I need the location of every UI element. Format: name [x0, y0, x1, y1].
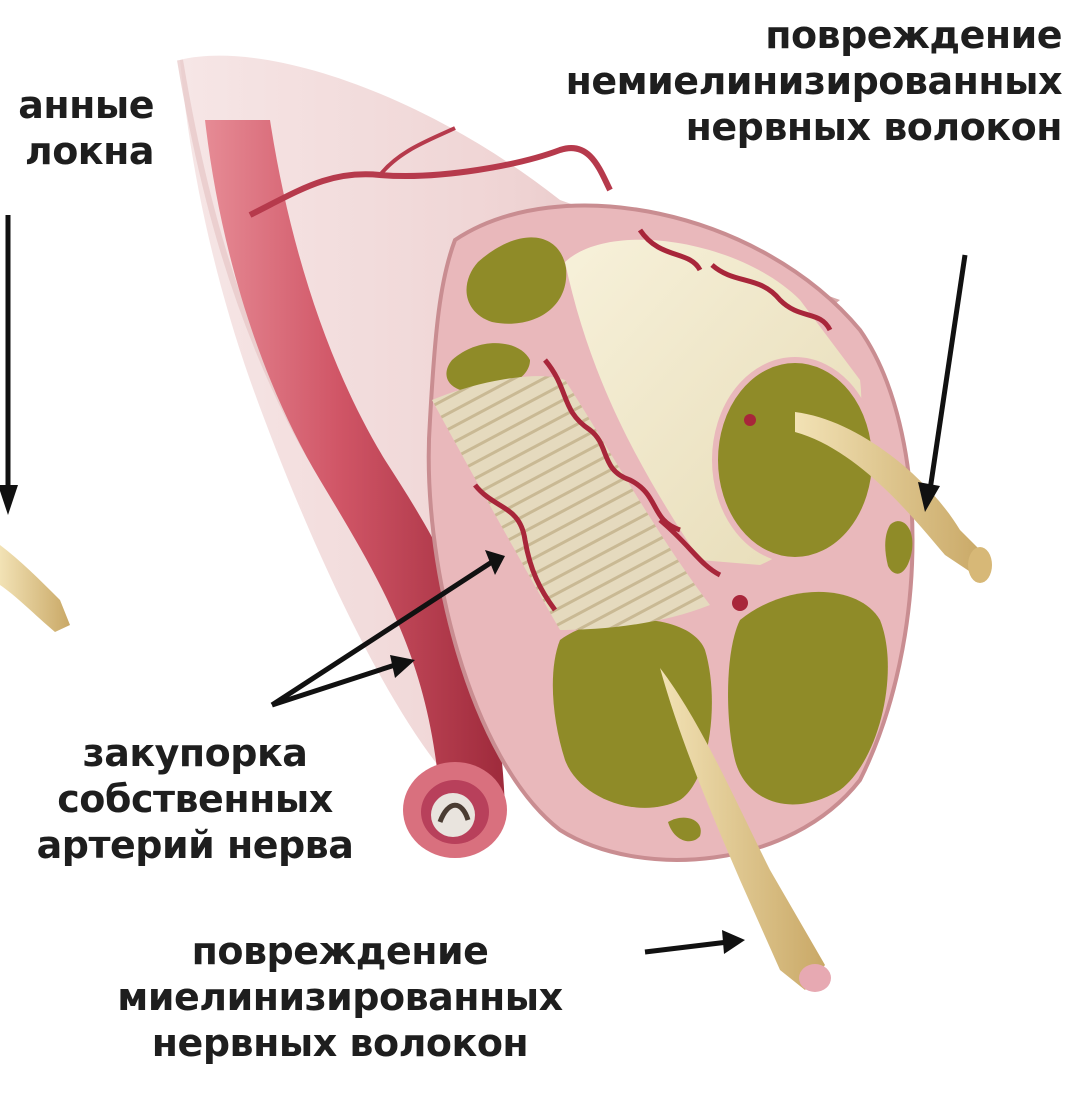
- label-line: анные: [0, 82, 154, 128]
- label-line: немиелинизированных: [466, 58, 1062, 104]
- label-line: миелинизированных: [80, 974, 600, 1020]
- label-line: повреждение: [466, 12, 1062, 58]
- label-line: нервных волокон: [466, 104, 1062, 150]
- label-line: закупорка: [20, 730, 370, 776]
- label-line: повреждение: [80, 928, 600, 974]
- arrow-right: [930, 255, 965, 490]
- label-myelinated-fibers-partial: анные локна: [0, 82, 154, 174]
- arrow-left-head: [0, 485, 18, 515]
- label-line: нервных волокон: [80, 1020, 600, 1066]
- label-line: локна: [0, 128, 154, 174]
- arrow-bottom: [645, 942, 728, 952]
- label-line: артерий нерва: [20, 822, 370, 868]
- label-artery-occlusion: закупорка собственных артерий нерва: [20, 730, 370, 868]
- nerve-cross-section: [429, 206, 913, 860]
- probe-needle-left: [0, 545, 70, 632]
- arrow-bottom-head: [722, 930, 745, 954]
- label-line: собственных: [20, 776, 370, 822]
- label-unmyelinated-damage: повреждение немиелинизированных нервных …: [466, 12, 1062, 150]
- arrow-to-artery: [272, 665, 395, 705]
- label-myelinated-damage: повреждение миелинизированных нервных во…: [80, 928, 600, 1066]
